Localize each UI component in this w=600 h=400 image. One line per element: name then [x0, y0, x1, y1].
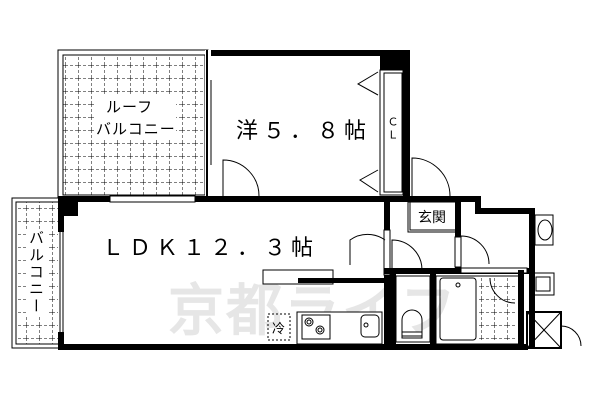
toilet: [390, 274, 436, 346]
door-ldk: [349, 233, 386, 265]
ldk-label: ＬＤＫ１２．３帖: [102, 236, 319, 261]
door-closet: [411, 157, 451, 197]
roof-balcony-line2: バルコニー: [96, 120, 176, 138]
entrance-area: [384, 196, 582, 349]
western-room-label: 洋５．８帖: [236, 119, 372, 144]
fridge-label: 冷: [272, 322, 286, 337]
entrance-label: 玄関: [418, 210, 446, 226]
side-balcony-label: バルコニー: [26, 230, 47, 315]
roof-balcony-line1: ルーフ: [106, 98, 154, 116]
door-western-room: [222, 159, 260, 197]
western-room-walls: [205, 50, 410, 200]
closet-label: ＣＬ: [386, 116, 399, 142]
bathroom: [435, 270, 524, 348]
kitchen: [267, 311, 383, 345]
roof-balcony-label: ルーフ バルコニー: [96, 96, 176, 140]
